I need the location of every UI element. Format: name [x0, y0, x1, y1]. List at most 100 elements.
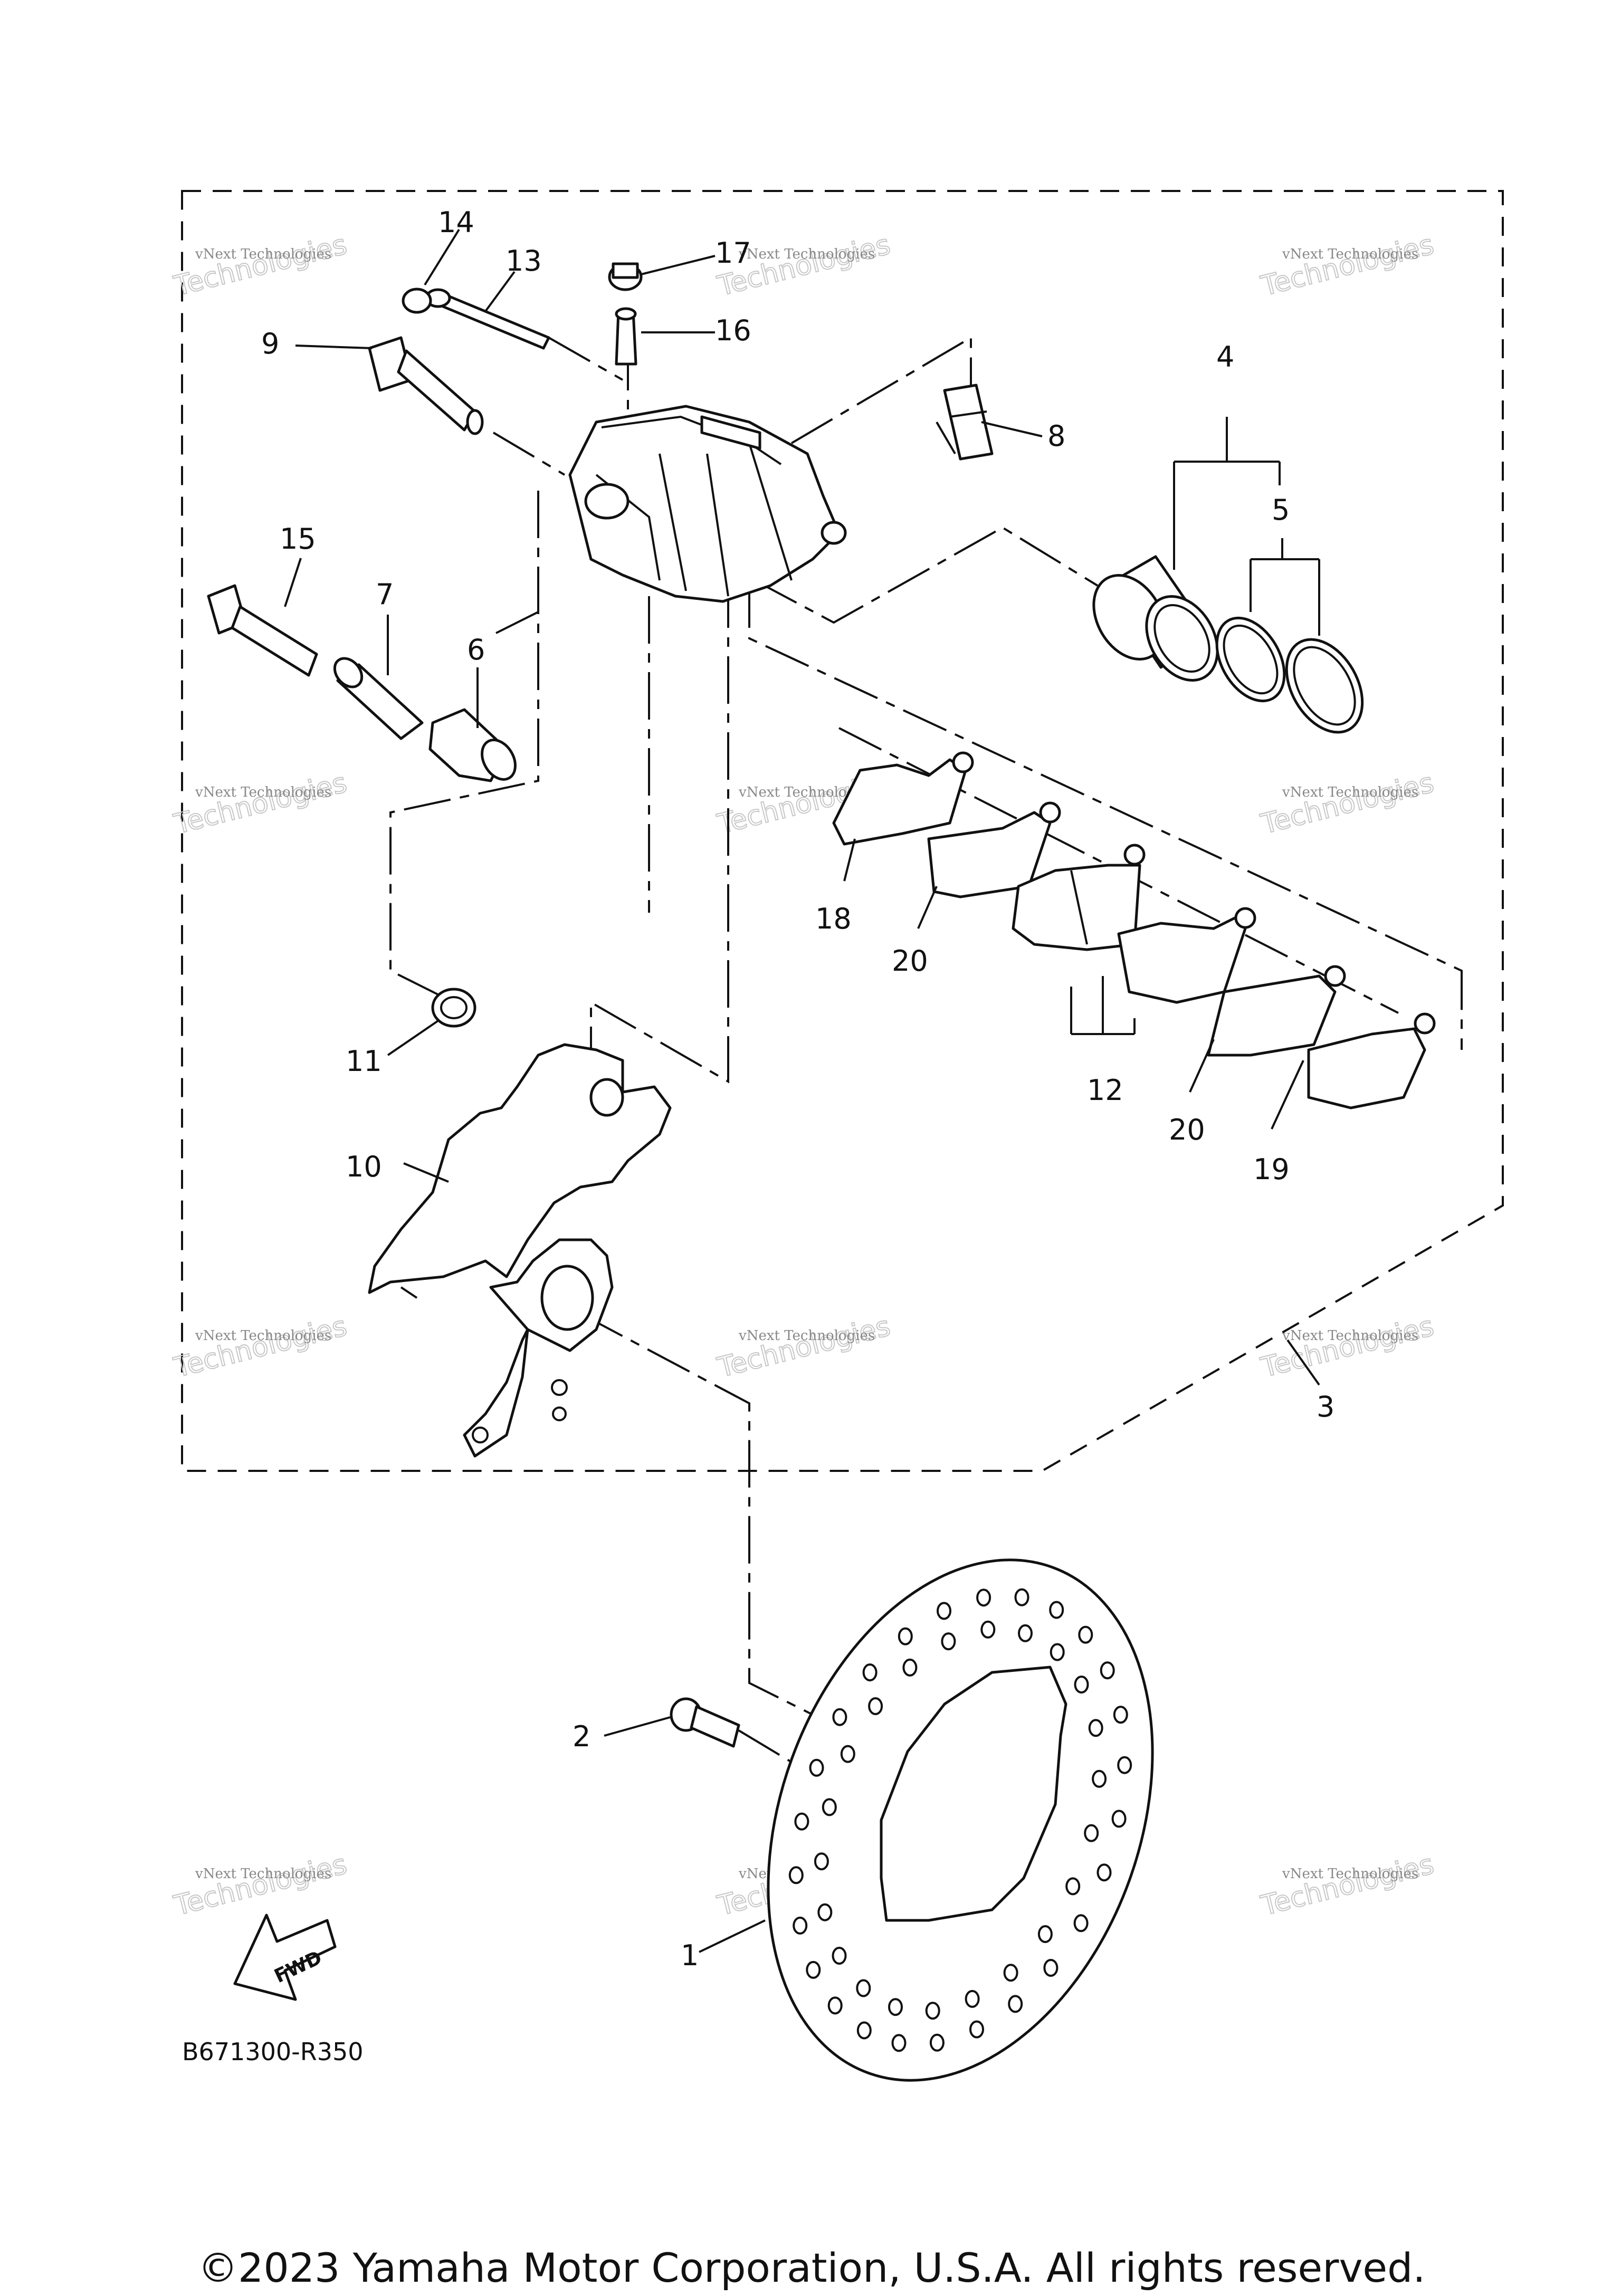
disc-hole: [888, 1998, 903, 2016]
disc-hole: [832, 1947, 847, 1965]
shim-19: [1307, 1012, 1436, 1109]
brake-disc-1: [767, 1558, 1154, 2082]
callout-13: 13: [506, 244, 542, 278]
disc-hole: [822, 1798, 837, 1816]
disc-hole: [1008, 1995, 1023, 2013]
callout-8: 8: [1047, 419, 1065, 453]
svg-text:Technologies: Technologies: [171, 1310, 350, 1384]
watermark: Technologies vNext Technologies: [170, 1310, 351, 1384]
shim-20-left: [927, 801, 1061, 898]
watermark: Technologies vNext Technologies: [1257, 1310, 1438, 1384]
bushing-11: [431, 988, 476, 1028]
disc-hole: [1073, 1914, 1089, 1933]
disc-hole: [1117, 1756, 1132, 1774]
disc-hole: [937, 1602, 951, 1620]
disc-hole: [1018, 1624, 1033, 1642]
shim-20-right: [1207, 965, 1346, 1057]
disc-hole: [965, 1989, 980, 2008]
bleed-screw-16: [615, 307, 637, 366]
svg-text:vNext Technologies: vNext Technologies: [195, 1866, 331, 1882]
callout-4: 4: [1216, 340, 1234, 374]
disc-hole: [840, 1745, 855, 1763]
disc-hole: [794, 1812, 809, 1831]
callout-2: 2: [573, 1720, 590, 1753]
disc-hole: [1078, 1625, 1093, 1644]
svg-text:Technologies: Technologies: [1258, 1310, 1437, 1384]
bolt-9: [368, 336, 484, 435]
watermark: Technologies vNext Technologies: [170, 767, 351, 841]
callouts: 14 13 17 16 9 8 4 5 15 7 6 18 20 12 20 1…: [261, 206, 1334, 1972]
svg-text:Technologies: Technologies: [1258, 229, 1437, 302]
callout-5: 5: [1272, 493, 1290, 527]
svg-text:Technologies: Technologies: [171, 1849, 350, 1922]
disc-hole: [976, 1589, 991, 1607]
svg-text:vNext Technologies: vNext Technologies: [1282, 246, 1418, 262]
disc-hole: [1037, 1925, 1053, 1943]
disc-hole: [827, 1996, 843, 2015]
disc-hole: [969, 2020, 984, 2039]
disc-hole: [941, 1632, 956, 1651]
watermark: Technologies vNext Technologies: [1257, 1848, 1438, 1922]
svg-text:vNext Technologies: vNext Technologies: [1282, 785, 1418, 800]
disc-hole: [891, 2034, 907, 2052]
group-brackets: [1070, 417, 1320, 1035]
cap-14: [402, 288, 432, 314]
disc-hole: [862, 1663, 878, 1681]
svg-text:vNext Technologies: vNext Technologies: [195, 785, 331, 800]
svg-text:Technologies: Technologies: [714, 1310, 894, 1384]
svg-text:vNext Technologies: vNext Technologies: [1282, 1328, 1418, 1344]
caliper-bracket-10: [368, 1043, 672, 1458]
disc-hole: [1113, 1706, 1128, 1724]
seals-5: [1215, 616, 1364, 734]
disc-hole: [929, 2033, 945, 2052]
watermark: Technologies vNext Technologies: [170, 228, 351, 303]
boot-6: [428, 708, 517, 782]
callout-6: 6: [467, 633, 485, 666]
callout-20-left: 20: [892, 944, 928, 978]
svg-text:vNext Technologies: vNext Technologies: [738, 1328, 875, 1344]
disc-hole: [1014, 1588, 1029, 1606]
svg-text:Technologies: Technologies: [1258, 767, 1437, 840]
disc-hole: [817, 1903, 833, 1921]
disc-hole: [980, 1620, 996, 1639]
svg-text:vNext Technologies: vNext Technologies: [195, 246, 331, 262]
svg-text:Technologies: Technologies: [171, 767, 350, 840]
caliper-body: [568, 405, 847, 603]
svg-text:vNext Technologies: vNext Technologies: [1282, 1866, 1418, 1882]
disc-hole: [856, 2021, 872, 2040]
callout-18: 18: [815, 902, 852, 935]
copyright-notice: ©2023 Yamaha Motor Corporation, U.S.A. A…: [198, 2244, 1426, 2291]
svg-text:Technologies: Technologies: [1258, 1849, 1437, 1922]
disc-hole: [1050, 1643, 1065, 1661]
svg-text:vNext Technologies: vNext Technologies: [738, 246, 875, 262]
callout-17: 17: [715, 236, 751, 270]
callout-7: 7: [376, 578, 394, 611]
disc-holes: [788, 1588, 1132, 2052]
svg-text:Technologies: Technologies: [171, 229, 350, 302]
disc-hole: [1100, 1661, 1115, 1680]
callout-11: 11: [346, 1045, 382, 1078]
disc-hole: [1074, 1676, 1089, 1694]
callout-20-right: 20: [1169, 1113, 1205, 1146]
disc-bolt-2: [670, 1697, 740, 1748]
leader-lines: [284, 228, 1320, 1953]
callout-9: 9: [261, 327, 279, 360]
callout-10: 10: [346, 1150, 382, 1183]
piston-4: [1092, 555, 1219, 682]
fwd-arrow: FWD: [233, 1914, 337, 2001]
watermark: Technologies vNext Technologies: [1257, 228, 1438, 303]
watermark: Technologies vNext Technologies: [714, 1310, 894, 1384]
callout-15: 15: [280, 522, 316, 556]
callout-1: 1: [681, 1939, 699, 1972]
callout-19: 19: [1253, 1153, 1290, 1186]
disc-hole: [806, 1960, 821, 1979]
drawing-code: B671300-R350: [182, 2037, 364, 2066]
disc-hole: [925, 2002, 940, 2020]
disc-hole: [1003, 1964, 1018, 1982]
bleed-cap-17: [608, 262, 643, 291]
disc-hole: [809, 1758, 824, 1777]
sleeve-7: [333, 657, 424, 740]
watermark: Technologies vNext Technologies: [170, 1848, 351, 1922]
disc-hole: [1065, 1877, 1081, 1896]
callout-16: 16: [715, 314, 751, 347]
